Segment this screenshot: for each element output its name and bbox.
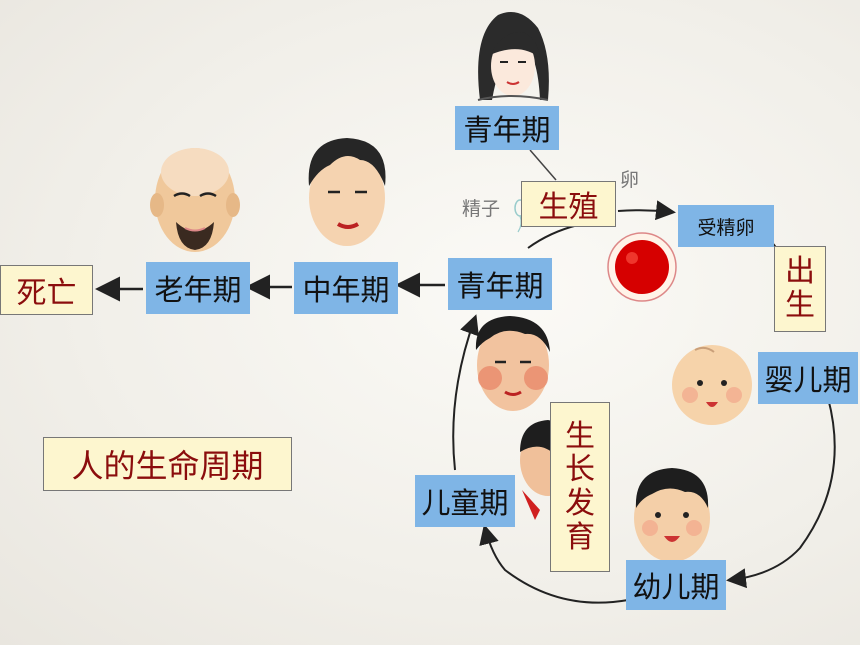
zygote-icon (607, 232, 677, 302)
stage-childhood: 儿童期 (415, 475, 515, 527)
growth-char-4: 育 (565, 519, 595, 555)
growth-char-3: 发 (565, 486, 595, 521)
toddler-face-icon (634, 468, 710, 562)
reproduction-label: 生殖 (521, 181, 616, 227)
line-woman-to-reproduction (529, 149, 557, 181)
stage-youth: 青年期 (448, 258, 552, 310)
sperm-label: 精子 (462, 198, 501, 220)
birth-char-2: 生 (785, 288, 815, 323)
death-label: 死亡 (0, 265, 93, 315)
stage-infancy: 婴儿期 (758, 352, 858, 404)
arrow-infancy-to-toddler (726, 397, 836, 589)
growth-label: 生 长 发 育 (550, 402, 610, 572)
birth-char-1: 出 (785, 254, 815, 290)
diagram-title: 人的生命周期 (43, 437, 292, 491)
stage-youth-top: 青年期 (455, 106, 559, 150)
arrow-toddler-to-childhood (479, 524, 629, 604)
growth-char-1: 生 (565, 418, 595, 454)
arrow-youth-to-reproduction (527, 224, 579, 249)
young-man-face-icon (475, 316, 550, 411)
growth-char-2: 长 (565, 452, 595, 488)
old-man-face-icon (150, 148, 240, 252)
stage-zygote: 受精卵 (678, 205, 774, 247)
arrow-childhood-to-youth (452, 314, 479, 471)
egg-label: 卵 (620, 169, 640, 191)
arrow-reproduction-to-zygote (617, 200, 676, 221)
stage-middle-age: 中年期 (294, 262, 398, 314)
woman-face-icon (477, 11, 549, 101)
stage-old-age: 老年期 (146, 262, 250, 314)
stage-toddler: 幼儿期 (626, 560, 726, 610)
infant-face-icon (672, 345, 752, 425)
middle-aged-man-face-icon (308, 138, 386, 246)
birth-label: 出 生 (774, 246, 826, 332)
